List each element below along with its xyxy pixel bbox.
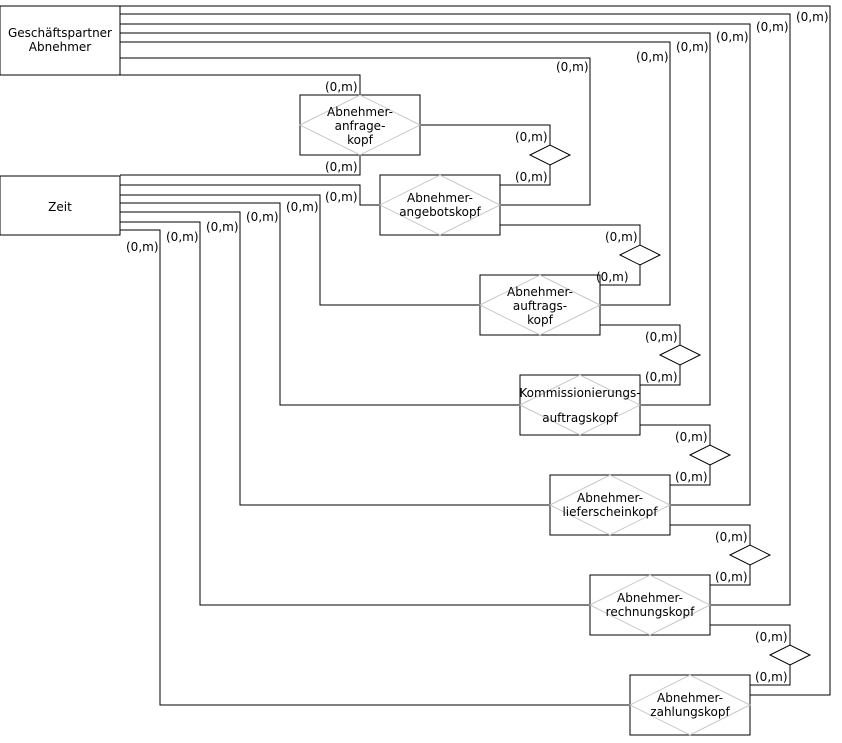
cardinality-label: (0,m) <box>755 670 788 684</box>
cardinality-label: (0,m) <box>556 60 589 74</box>
cardinality-label: (0,m) <box>246 210 279 224</box>
line-anfrage-rel1 <box>420 124 551 145</box>
line-auftrag-rel3 <box>600 324 681 345</box>
entity-label: angebotskopf <box>399 205 481 219</box>
entity-label: auftragskopf <box>542 411 618 425</box>
cardinality-label: (0,m) <box>676 40 709 54</box>
cardinality-label: (0,m) <box>325 80 358 94</box>
cardinality-label: (0,m) <box>716 30 749 44</box>
line-lieferschein-rel5 <box>670 524 751 545</box>
line-rel6-zahlung <box>750 665 791 686</box>
entity-label: Abnehmer- <box>507 285 573 299</box>
entity-zahlungskopf[interactable]: Abnehmer- zahlungskopf <box>628 674 752 736</box>
entity-label: lieferscheinkopf <box>562 505 658 519</box>
cardinality-label: (0,m) <box>675 430 708 444</box>
entity-label: Abnehmer- <box>327 105 393 119</box>
line-rel2-auftrag <box>600 265 641 286</box>
cardinality-label: (0,m) <box>166 230 199 244</box>
entity-label: Abnehmer- <box>577 491 643 505</box>
entity-label: anfrage- <box>335 119 386 133</box>
relationship-diamond[interactable] <box>528 144 572 166</box>
relationship-diamond[interactable] <box>658 344 702 366</box>
entity-label: Abnehmer- <box>407 191 473 205</box>
line-rel1-angebot <box>500 165 551 186</box>
relationship-diamond[interactable] <box>768 644 812 666</box>
relationship-diamond[interactable] <box>688 444 732 466</box>
entity-kommissionierungsauftragskopf[interactable]: Kommissionierungs- auftragskopf <box>518 374 642 436</box>
entity-anfragekopf[interactable]: Abnehmer- anfrage- kopf <box>298 94 422 156</box>
line-partner-angebotskopf <box>120 57 591 206</box>
entity-label: kopf <box>347 133 373 147</box>
cardinality-label: (0,m) <box>796 10 829 24</box>
line-partner-kommissionierungskopf <box>120 32 711 406</box>
entity-label: zahlungskopf <box>650 705 730 719</box>
cardinality-label: (0,m) <box>325 190 358 204</box>
line-zeit-zahlungskopf <box>120 229 630 706</box>
line-rel4-lieferschein <box>670 465 711 486</box>
cardinality-label: (0,m) <box>126 240 159 254</box>
entity-label: Abnehmer- <box>657 691 723 705</box>
cardinality-label: (0,m) <box>756 20 789 34</box>
line-zeit-lieferscheinkopf <box>120 211 550 506</box>
cardinality-labels: (0,m) (0,m) (0,m) (0,m) (0,m) (0,m) (0,m… <box>126 10 829 684</box>
entity-label: kopf <box>527 313 553 327</box>
cardinality-label: (0,m) <box>715 530 748 544</box>
line-rel5-rechnung <box>710 565 751 586</box>
line-partner-zahlungskopf <box>120 5 831 696</box>
line-zeit-rechnungskopf <box>120 221 590 606</box>
line-zeit-angebotskopf <box>120 184 380 206</box>
entity-label: auftrags- <box>513 299 567 313</box>
line-rechnung-rel6 <box>710 624 791 645</box>
relationship-diamond[interactable] <box>618 244 662 266</box>
line-partner-auftragskopf <box>120 41 671 306</box>
cardinality-label: (0,m) <box>715 570 748 584</box>
cardinality-label: (0,m) <box>286 200 319 214</box>
relationship-diamond[interactable] <box>728 544 772 566</box>
connectors <box>120 5 831 706</box>
line-partner-rechnungskopf <box>120 13 791 606</box>
entity-label: Zeit <box>48 200 72 214</box>
cardinality-label: (0,m) <box>645 330 678 344</box>
entity-label: Abnehmer <box>29 40 91 54</box>
relationships <box>528 144 812 666</box>
line-kommissionierung-rel4 <box>640 424 711 445</box>
line-angebot-rel2 <box>500 224 641 245</box>
line-partner-lieferscheinkopf <box>120 23 751 506</box>
line-zeit-anfragekopf <box>120 155 361 176</box>
cardinality-label: (0,m) <box>605 230 638 244</box>
entity-label: Geschäftspartner <box>8 26 112 40</box>
cardinality-label: (0,m) <box>206 220 239 234</box>
line-zeit-auftragskopf <box>120 194 480 306</box>
cardinality-label: (0,m) <box>515 170 548 184</box>
cardinality-label: (0,m) <box>636 50 669 64</box>
cardinality-label: (0,m) <box>515 130 548 144</box>
entity-label: Kommissionierungs- <box>519 386 640 400</box>
entity-zeit[interactable]: Zeit <box>0 175 121 236</box>
line-rel3-kommissionierung <box>640 365 681 386</box>
cardinality-label: (0,m) <box>675 470 708 484</box>
entity-auftragskopf[interactable]: Abnehmer- auftrags- kopf <box>478 274 602 336</box>
entity-label: Abnehmer- <box>617 591 683 605</box>
cardinality-label: (0,m) <box>596 270 629 284</box>
entity-lieferscheinkopf[interactable]: Abnehmer- lieferscheinkopf <box>548 474 672 536</box>
entity-label: rechnungskopf <box>606 605 695 619</box>
cardinality-label: (0,m) <box>325 160 358 174</box>
cardinality-label: (0,m) <box>645 370 678 384</box>
entity-angebotskopf[interactable]: Abnehmer- angebotskopf <box>378 174 502 236</box>
cardinality-label: (0,m) <box>755 630 788 644</box>
entity-rechnungskopf[interactable]: Abnehmer- rechnungskopf <box>588 574 712 636</box>
entity-geschaeftspartner[interactable]: Geschäftspartner Abnehmer <box>0 5 121 76</box>
line-partner-anfragekopf <box>120 74 361 95</box>
line-zeit-kommissionierungskopf <box>120 202 520 406</box>
